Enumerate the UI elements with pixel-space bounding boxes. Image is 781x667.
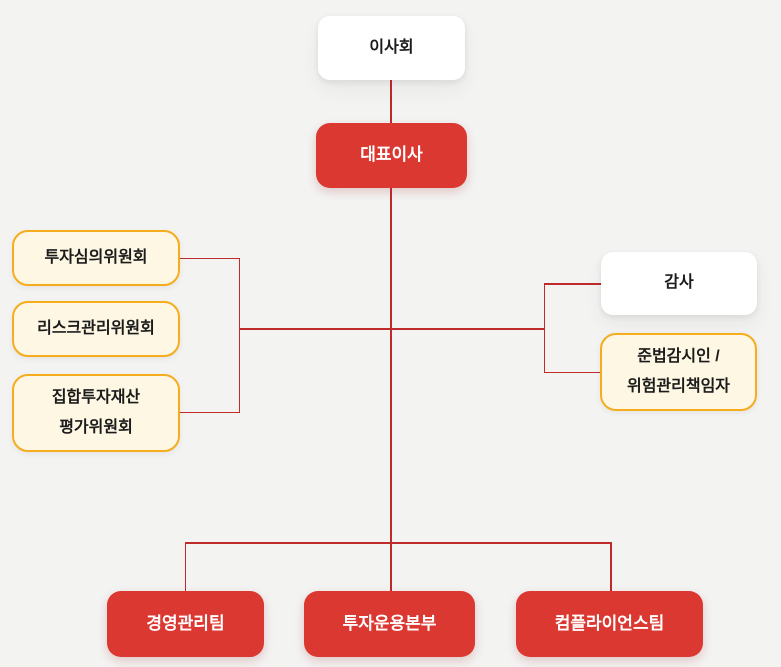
node-committee-risk-management: 리스크관리위원회 (12, 301, 180, 357)
connector-left-bracket (238, 257, 240, 413)
connector-left-stub-top (180, 257, 240, 259)
node-auditor: 감사 (601, 252, 757, 315)
connector-center-horizontal (238, 328, 545, 330)
connector-right-stub-bottom (543, 371, 601, 373)
connector-right-stub-top (543, 283, 602, 285)
node-committee-asset-valuation: 집합투자재산 평가위원회 (12, 374, 180, 452)
connector-left-stub-bottom (180, 411, 240, 413)
node-team-management: 경영관리팀 (107, 591, 264, 657)
node-board: 이사회 (318, 16, 465, 80)
node-committee-investment-review: 투자심의위원회 (12, 230, 180, 286)
connector-ceo-trunk (390, 187, 392, 591)
connector-right-bracket (543, 283, 545, 373)
node-ceo: 대표이사 (316, 123, 467, 188)
connector-team1-drop (184, 542, 186, 591)
connector-team3-drop (610, 542, 612, 591)
connector-board-to-ceo (390, 80, 392, 123)
node-team-compliance: 컴플라이언스팀 (516, 591, 703, 657)
node-team-investment-operations: 투자운용본부 (304, 591, 475, 657)
connector-teams-horizontal (184, 542, 612, 544)
node-compliance-officer: 준법감시인 / 위험관리책임자 (600, 333, 757, 411)
